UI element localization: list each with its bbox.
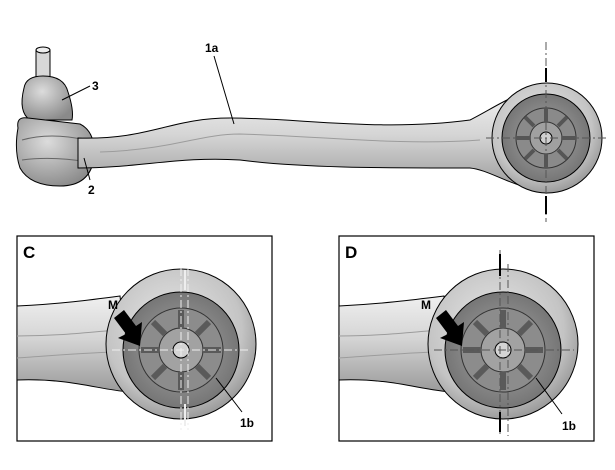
ball-joint-housing xyxy=(15,117,95,187)
panel-c-mark-arrow xyxy=(114,310,142,346)
panel-c-part-label: 1b xyxy=(240,416,254,430)
panel-c-mark-label: M xyxy=(108,298,118,312)
panel-d-part-label: 1b xyxy=(562,419,576,433)
label-ball-joint-3: 3 xyxy=(92,79,99,93)
label-arm: 1a xyxy=(205,41,219,55)
panel-d: D M 1b xyxy=(338,235,595,442)
control-arm-overview: 1a 3 2 xyxy=(15,41,608,222)
panel-d-mark-label: M xyxy=(421,298,431,312)
panel-c-title: C xyxy=(23,243,35,262)
panel-d-title: D xyxy=(345,243,357,262)
label-ball-joint-2: 2 xyxy=(88,183,95,197)
panel-c: C M 1b xyxy=(16,235,273,442)
ball-joint-boot xyxy=(21,75,73,121)
panel-d-mark-arrow xyxy=(436,310,464,346)
